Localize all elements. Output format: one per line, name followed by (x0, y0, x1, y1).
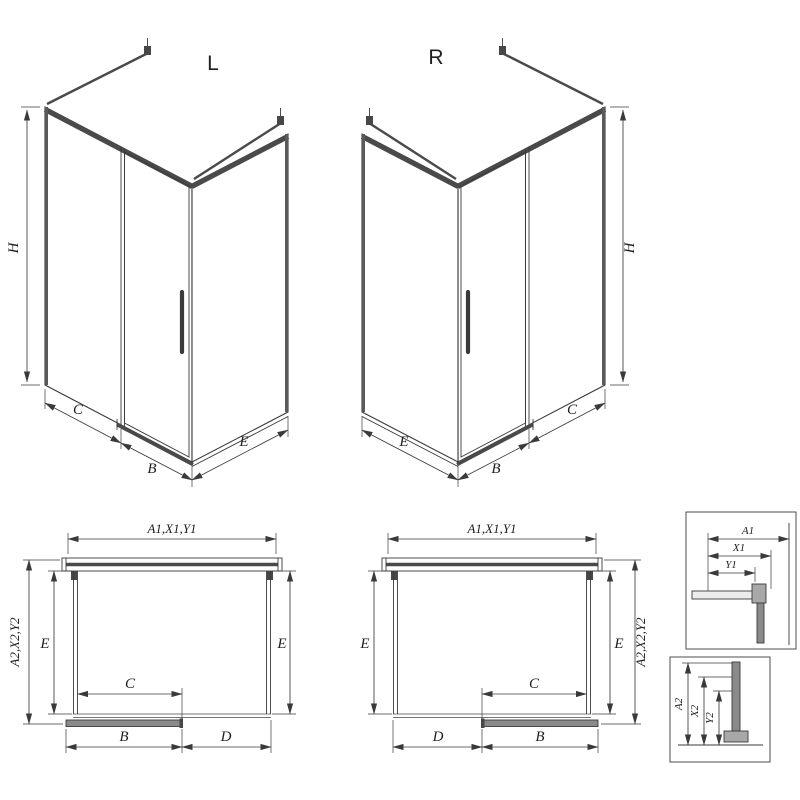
side-glass-panel (191, 133, 289, 463)
dim-label-e: E (359, 636, 369, 652)
front-glass-wall (44, 106, 193, 463)
detail-view-top: A1 X1 Y1 (685, 511, 797, 650)
dimension-h: H (610, 106, 638, 386)
dim-label-b: B (535, 729, 544, 745)
dim-label-d: D (220, 729, 232, 745)
dim-label-x1: X1 (732, 542, 745, 554)
back-panel (381, 557, 603, 572)
top-rail (43, 107, 194, 189)
corner-profile (391, 571, 397, 580)
glass-edge (756, 602, 765, 644)
dimension-x1: X1 (707, 542, 772, 589)
wall-bracket-icon (144, 46, 151, 55)
view-title-left: L (207, 52, 219, 75)
dimension-e-left: E (39, 570, 72, 715)
plan-view-left: A1,X1,Y1 A2,X2,Y2 E E C (7, 521, 296, 753)
support-bar-icon (193, 108, 284, 181)
dimension-b-d: B D (65, 720, 272, 753)
side-glass-panel (361, 133, 459, 463)
dim-label-a2: A2 (673, 697, 685, 711)
dimension-a2: A2,X2,Y2 (601, 559, 648, 725)
corner-profile (723, 730, 749, 743)
wall-bracket-icon (277, 116, 284, 125)
view-title-right: R (428, 46, 443, 69)
dim-label-e: E (39, 636, 49, 652)
dimension-e-right: E (272, 570, 296, 715)
back-panel (61, 557, 283, 572)
support-bar-icon (499, 38, 604, 106)
top-rail (360, 134, 460, 189)
dimension-b-c: B C (457, 389, 606, 481)
dim-label-e: E (398, 434, 408, 450)
sliding-door (481, 719, 599, 727)
dimension-c-b: C B (44, 389, 193, 487)
detail-view-bottom: A2 X2 Y2 (669, 656, 771, 763)
dim-label-a1x1y1: A1,X1,Y1 (466, 521, 516, 536)
dimension-d-b: D B (392, 720, 599, 753)
dim-label-d: D (432, 729, 444, 745)
corner-profile (71, 571, 77, 580)
corner-profile (751, 583, 767, 604)
dim-label-c: C (529, 676, 540, 692)
dimension-a1: A1,X1,Y1 (387, 521, 597, 554)
dimension-x2: X2 (689, 676, 732, 746)
dim-label-h: H (622, 241, 638, 254)
dim-label-e: E (276, 636, 286, 652)
wall-bracket-icon (366, 116, 373, 125)
dimension-a1: A1 (707, 525, 790, 591)
dim-label-c: C (125, 676, 136, 692)
corner-profile (267, 571, 273, 580)
door-end-cap (481, 718, 485, 728)
top-rail (456, 107, 607, 189)
dim-label-e: E (613, 636, 623, 652)
dimension-a2: A2 (673, 662, 732, 746)
dim-label-h: H (6, 241, 22, 254)
dim-label-c: C (567, 402, 578, 418)
dimension-a2: A2,X2,Y2 (7, 559, 63, 725)
dim-label-b: B (147, 461, 156, 477)
plan-view-center: A1,X1,Y1 A2,X2,Y2 E E C (359, 521, 648, 753)
dimension-e: E (191, 416, 289, 481)
glass-edge (691, 590, 755, 600)
iso-view-left: L H (6, 38, 290, 487)
dimension-y2: Y2 (704, 690, 732, 746)
dim-label-a1: A1 (741, 525, 754, 537)
detail-frame (669, 656, 771, 763)
sliding-door (65, 719, 183, 727)
dim-label-a2x2y2: A2,X2,Y2 (7, 617, 22, 668)
dim-label-b: B (119, 729, 128, 745)
door-end-cap (179, 718, 183, 728)
top-rail (190, 134, 290, 189)
iso-view-right: R H (360, 38, 638, 487)
corner-profile (587, 571, 593, 580)
dimension-c: C (77, 676, 183, 719)
dimension-e-left: E (359, 570, 392, 715)
support-bar-icon (46, 38, 151, 106)
dim-label-a2x2y2: A2,X2,Y2 (633, 617, 648, 668)
dim-label-y2: Y2 (704, 712, 716, 724)
dim-label-b: B (491, 461, 500, 477)
dimension-h: H (6, 106, 40, 386)
dim-label-a1x1y1: A1,X1,Y1 (146, 521, 196, 536)
dim-label-e: E (238, 434, 248, 450)
dimension-e-right: E (592, 570, 624, 715)
detail-frame (685, 511, 797, 650)
dimension-a1: A1,X1,Y1 (67, 521, 277, 554)
dimension-c: C (481, 676, 587, 719)
wall-bracket-icon (499, 46, 506, 55)
dimension-y1: Y1 (707, 559, 756, 582)
support-bar-icon (366, 108, 457, 181)
dim-label-c: C (73, 402, 84, 418)
glass-edge (731, 661, 741, 738)
dim-label-y1: Y1 (725, 559, 737, 571)
dim-label-x2: X2 (689, 704, 701, 718)
front-glass-wall (457, 106, 606, 463)
